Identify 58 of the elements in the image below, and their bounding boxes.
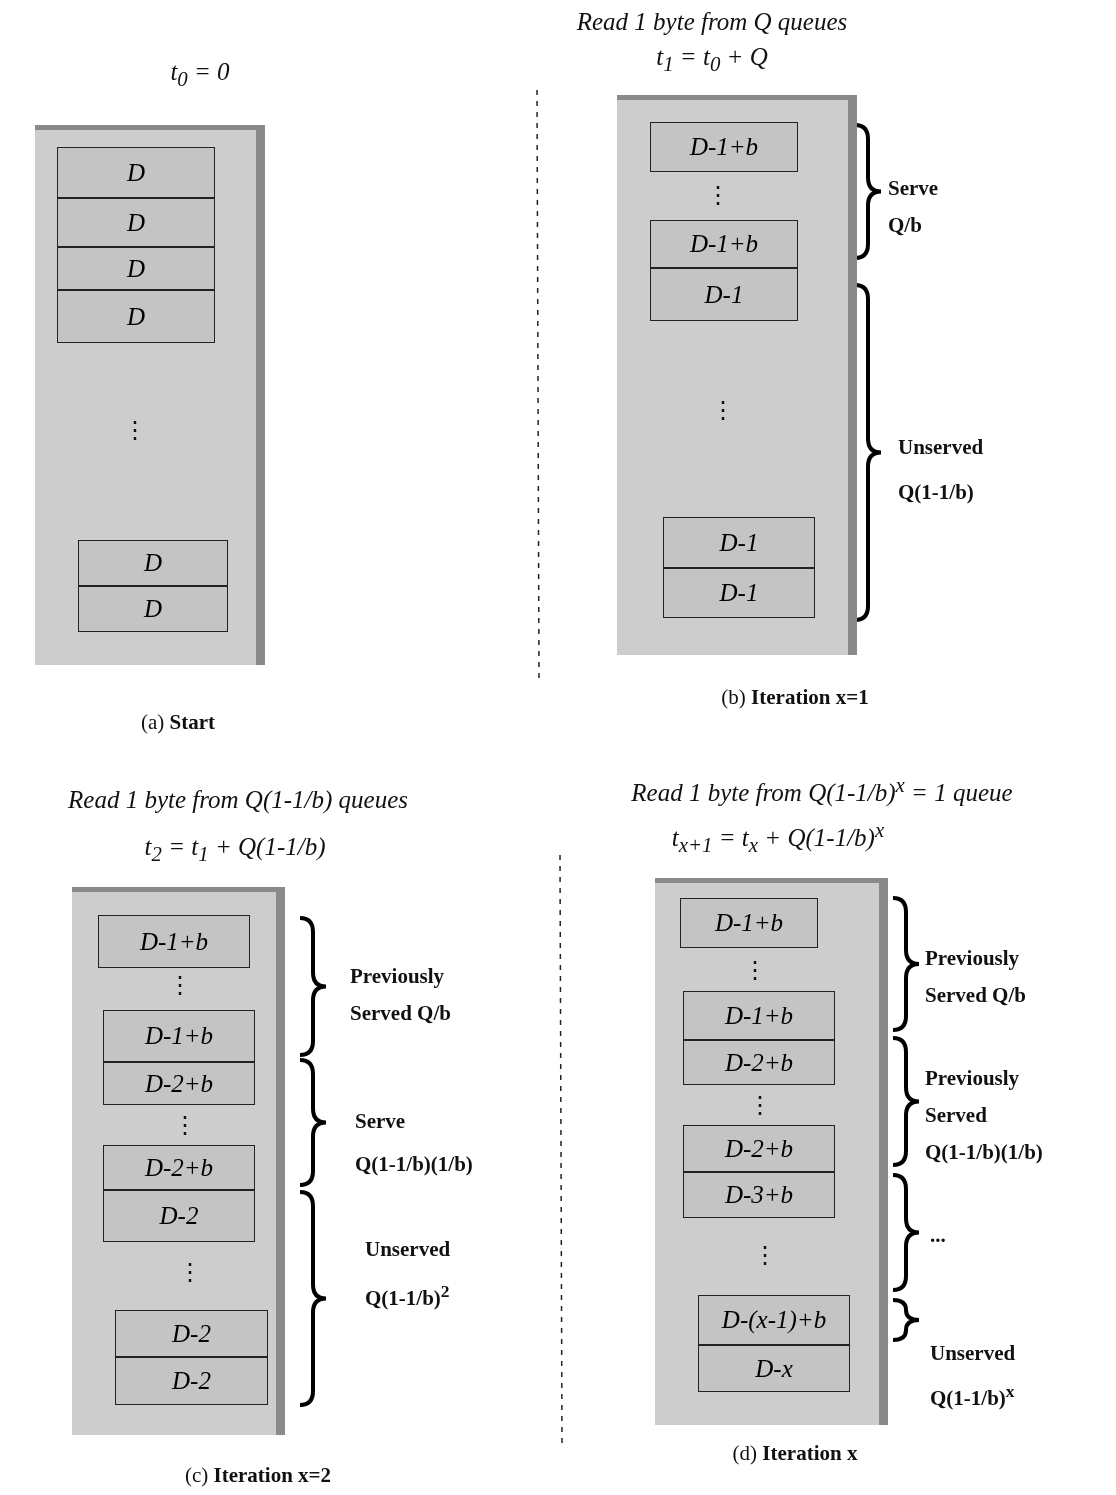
queue-cell: D [78,540,228,586]
vertical-ellipsis: ⋮ [711,398,735,422]
queue-column [72,887,285,1435]
bracket-label: Previously Served Q(1-1/b)(1/b) [925,1065,1044,1166]
queue-cell: D-1 [650,268,798,321]
queue-cell: D-2 [115,1357,268,1405]
queue-cell: D-3+b [683,1172,835,1218]
queue-cell: D [57,290,215,343]
vertical-ellipsis: ⋮ [743,958,767,982]
queue-cell: D-(x-1)+b [698,1295,850,1345]
bracket-label: Unserved Q(1-1/b) [898,434,985,506]
queue-cell: D [78,586,228,632]
formula-heading: Read 1 byte from Q(1-1/b)$^{x}$ = 1 queue [631,772,1013,808]
queue-cell: D [57,147,215,198]
queue-cell: D [57,198,215,247]
formula-heading: Read 1 byte from Q queues [576,8,848,36]
bracket-label: Previously Served Q/b [350,963,452,1027]
queue-cell: D-1 [663,517,815,568]
queue-cell: D-2+b [103,1145,255,1190]
queue-cell: D-2 [103,1190,255,1242]
bracket-label: Serve Q/b [888,175,940,239]
queue-cell: D [57,247,215,290]
queue-cell: D-1+b [680,898,818,948]
bracket-label: Unserved Q(1-1/b)$^{2}$ [365,1236,452,1312]
formula-heading: t$_{x+1}$ = t$_{x}$ + Q(1-1/b)$^{x}$ [671,817,885,859]
queue-column [617,95,857,655]
queue-cell: D-2 [115,1310,268,1357]
vertical-ellipsis: ⋮ [753,1243,777,1267]
vertical-ellipsis: ⋮ [178,1260,202,1284]
queue-cell: D-1 [663,568,815,618]
formula-heading: Read 1 byte from Q(1-1/b) queues [68,786,408,814]
vertical-ellipsis: ⋮ [168,973,192,997]
formula-heading: t$_{1}$ = t$_{0}$ + Q [656,43,768,77]
queue-cell: D-x [698,1345,850,1392]
queue-cell: D-2+b [683,1125,835,1172]
bracket-label: ... [930,1222,947,1248]
formula-heading: t$_{0}$ = 0 [170,58,230,92]
queue-column [655,878,888,1425]
bracket-label: Serve Q(1-1/b)(1/b) [355,1108,474,1178]
panel-caption: (b) Iteration x=1 [721,684,869,710]
panel-caption: (d) Iteration x [732,1440,858,1466]
queue-cell: D-1+b [650,122,798,172]
panel-caption: (a) Start [140,709,216,735]
panel-caption: (c) Iteration x=2 [184,1462,332,1488]
vertical-ellipsis: ⋮ [748,1093,772,1117]
queue-column [35,125,265,665]
bracket-label: Unserved Q(1-1/b)$^{x}$ [930,1340,1017,1412]
bracket-label: Previously Served Q/b [925,945,1027,1009]
vertical-ellipsis: ⋮ [706,183,730,207]
queue-cell: D-1+b [103,1010,255,1062]
queue-cell: D-2+b [103,1062,255,1105]
queue-cell: D-1+b [683,991,835,1040]
queue-cell: D-1+b [98,915,250,968]
queue-cell: D-1+b [650,220,798,268]
vertical-ellipsis: ⋮ [123,418,147,442]
formula-heading: t$_{2}$ = t$_{1}$ + Q(1-1/b) [144,833,326,867]
vertical-ellipsis: ⋮ [173,1113,197,1137]
queue-cell: D-2+b [683,1040,835,1085]
